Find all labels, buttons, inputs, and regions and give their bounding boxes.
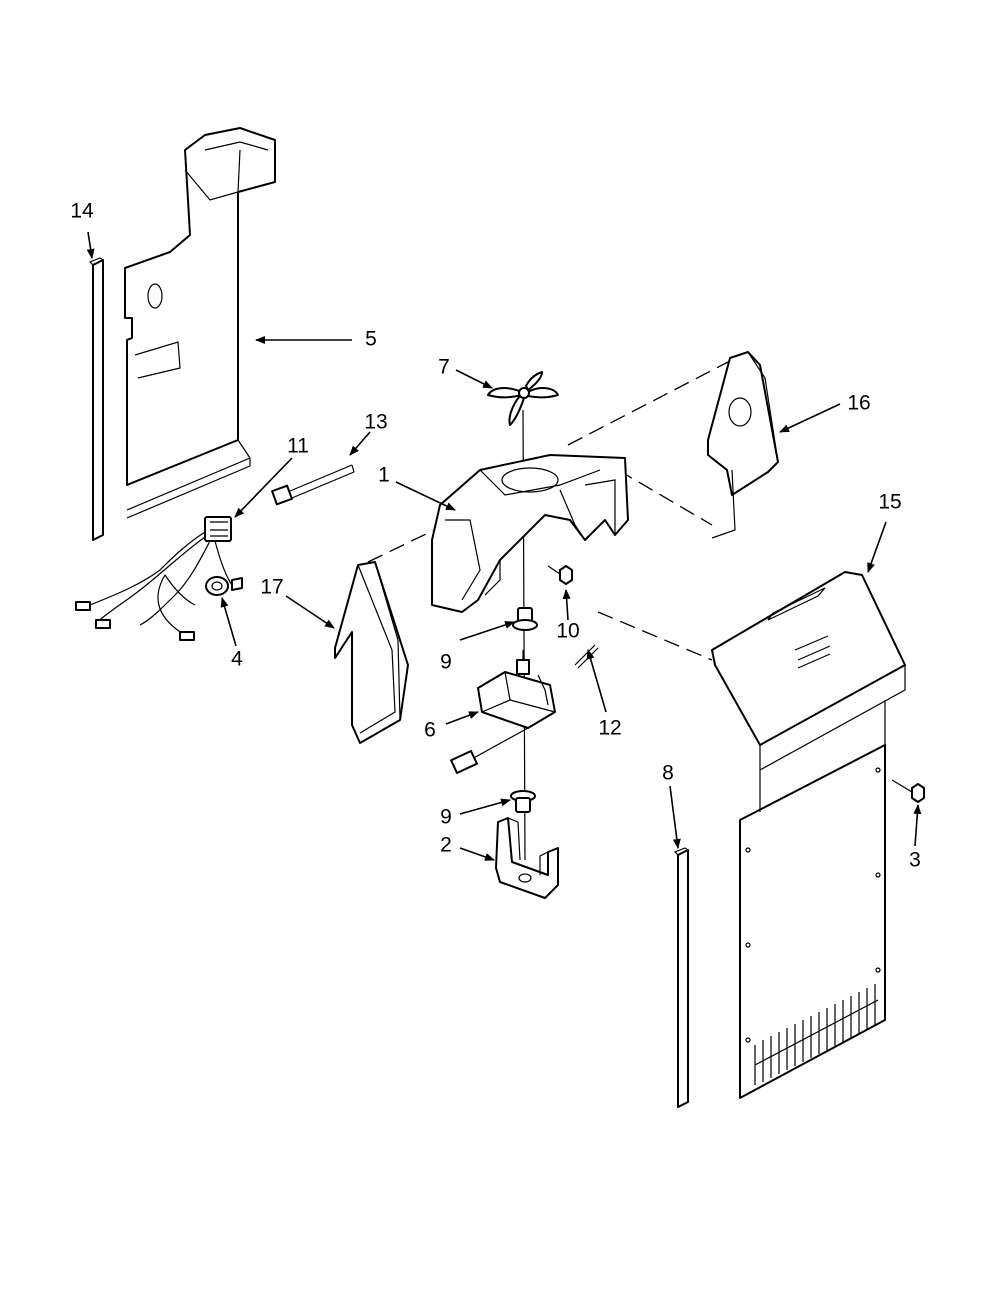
part-12-screw [574,644,599,669]
part-9-bushing-top [512,607,538,631]
callout-labels: 14 5 7 13 16 11 1 15 17 10 9 4 12 6 8 9 … [70,200,921,872]
part-15-evaporator-cover [711,571,906,1099]
callout-1: 1 [378,464,390,487]
callout-16: 16 [847,392,870,415]
callout-9-lower: 9 [440,806,452,829]
part-10-screw [547,565,573,585]
part-7-fan-blade [487,371,559,426]
callout-5: 5 [365,328,377,351]
part-3-screw [891,779,925,803]
callout-15: 15 [878,491,901,514]
leader-arrows [86,231,922,861]
part-4-grommet [205,576,229,596]
part-11-wire-harness [75,516,243,641]
callout-3: 3 [909,849,921,872]
callout-17: 17 [260,576,283,599]
callout-7: 7 [438,356,450,379]
callout-12: 12 [598,717,621,740]
callout-2: 2 [440,834,452,857]
part-14-seal-strip [88,257,104,541]
part-6-fan-motor [450,650,556,774]
part-2-motor-bracket [495,817,559,899]
part-8-seal-strip [673,847,689,1108]
callout-11: 11 [287,435,309,458]
part-5-duct-panel [124,127,276,519]
alignment-lines [367,361,729,861]
callout-13: 13 [364,411,387,434]
vent-slots [754,984,879,1085]
part-1-fan-housing [431,454,629,613]
callout-14: 14 [70,200,94,223]
part-13-thermal-fuse [271,464,355,506]
callout-6: 6 [424,719,436,742]
callout-8: 8 [662,762,674,785]
callout-4: 4 [231,648,243,671]
part-9-bushing-bottom [510,790,536,813]
part-16-insulation-panel [707,351,779,539]
callout-9-upper: 9 [440,651,452,674]
part-17-insulation-panel [334,561,409,744]
callout-10: 10 [556,620,579,643]
